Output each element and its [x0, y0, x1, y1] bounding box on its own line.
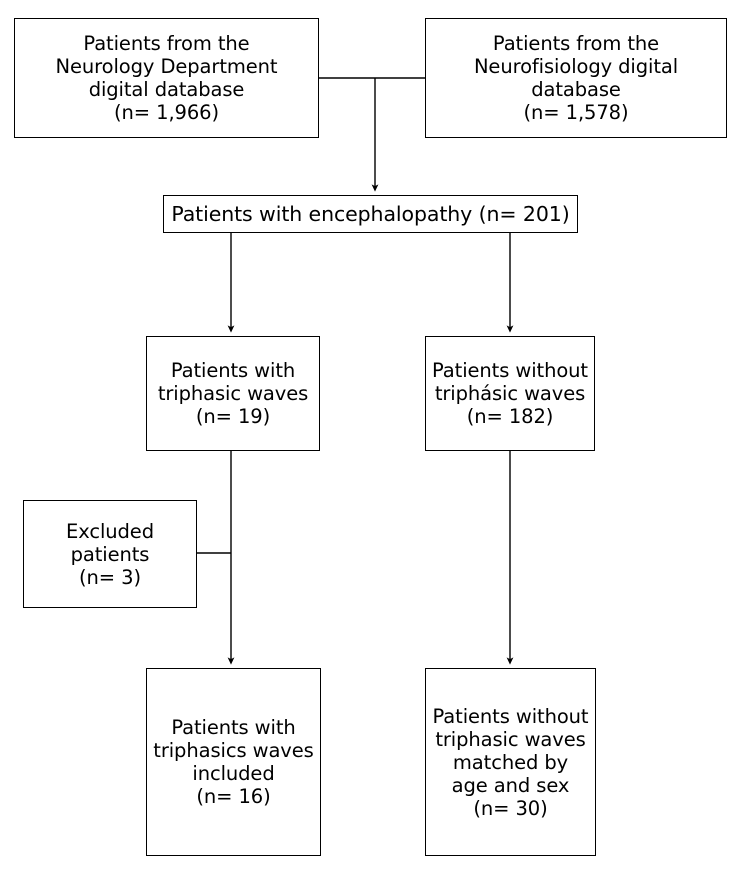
node-triphasic-waves-absent[interactable]: Patients without triphásic waves (n= 182… — [425, 336, 595, 451]
node-source-neurofisiology[interactable]: Patients from the Neurofisiology digital… — [425, 18, 727, 138]
node-excluded-patients[interactable]: Excluded patients (n= 3) — [23, 500, 197, 608]
node-source-neurology[interactable]: Patients from the Neurology Department d… — [14, 18, 319, 138]
node-encephalopathy[interactable]: Patients with encephalopathy (n= 201) — [163, 195, 578, 233]
node-triphasic-waves-present[interactable]: Patients with triphasic waves (n= 19) — [146, 336, 320, 451]
node-included-triphasic[interactable]: Patients with triphasics waves included … — [146, 668, 321, 856]
node-matched-controls[interactable]: Patients without triphasic waves matched… — [425, 668, 596, 856]
